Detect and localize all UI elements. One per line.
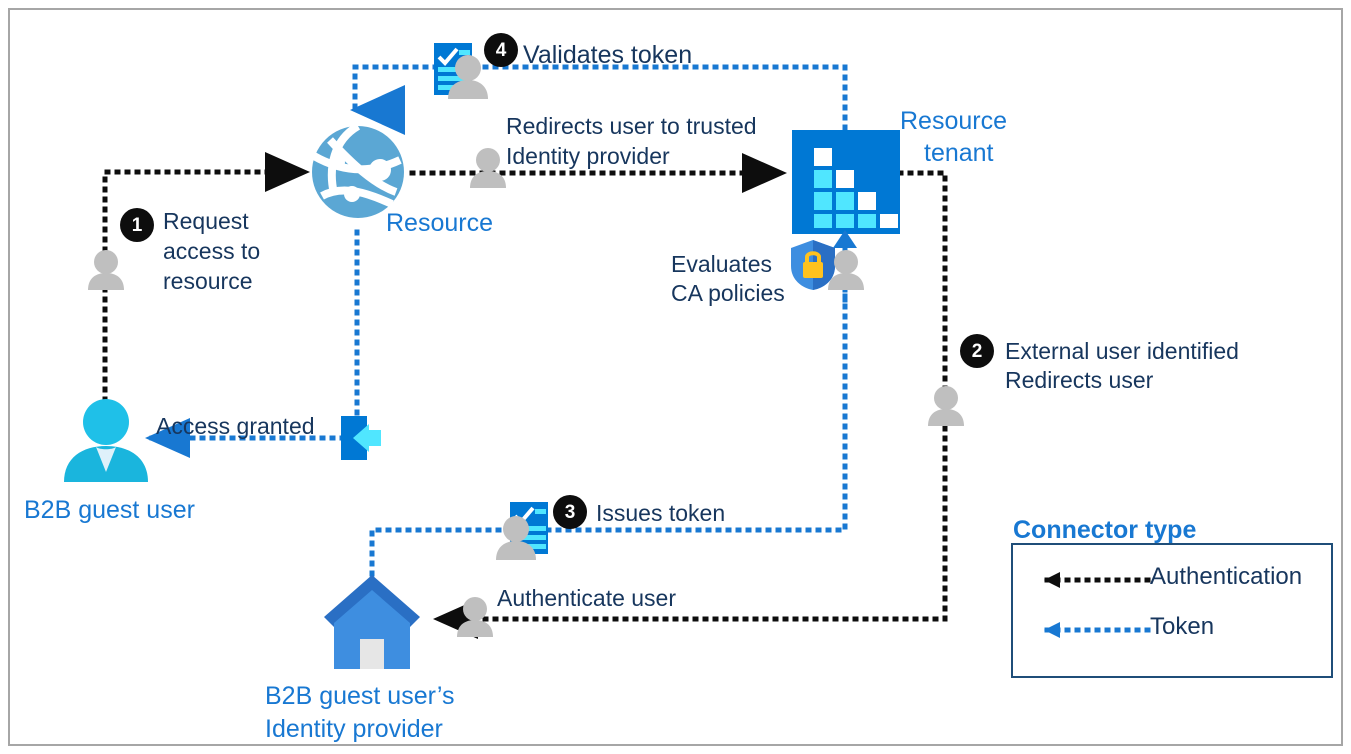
edge-label-evaluates-line1: Evaluates (671, 251, 773, 277)
edge-label-redirect-line2: Identity provider (506, 143, 670, 169)
person-silhouette-icon-2 (928, 386, 964, 426)
person-silhouette-icon-redirect (470, 148, 506, 188)
person-silhouette-icon-4 (448, 55, 488, 99)
person-silhouette-icon-ca (828, 250, 864, 290)
step-label-1-line2: access to (163, 238, 261, 264)
edge-label-access-granted: Access granted (156, 413, 315, 439)
step-label-4: Validates token (523, 41, 693, 69)
sign-in-icon (341, 416, 381, 460)
home-icon (324, 575, 420, 669)
edge-access-granted (145, 229, 360, 458)
legend-token-label: Token (1150, 613, 1215, 640)
step-badge-2: 2 (960, 334, 994, 368)
legend-auth-connector-icon (1043, 572, 1151, 588)
edge-label-redirect-line1: Redirects user to trusted (506, 113, 757, 139)
legend-box (1011, 543, 1333, 678)
legend-auth-label: Authentication (1150, 563, 1303, 590)
node-label-resource-tenant-line2: tenant (924, 139, 994, 167)
shield-lock-icon (791, 240, 835, 290)
edge-label-evaluates-line2: CA policies (671, 280, 785, 306)
node-label-resource-tenant-line1: Resource (900, 107, 1007, 135)
node-label-idp-line2: Identity provider (265, 715, 443, 743)
person-silhouette-icon-1 (88, 250, 124, 290)
legend-token-connector-icon (1043, 622, 1151, 638)
token-arrow-up-icon (833, 230, 857, 248)
node-label-resource: Resource (386, 209, 493, 237)
step-label-1-line1: Request (163, 208, 249, 234)
tenant-grid-icon (792, 130, 900, 234)
legend-title: Connector type (1013, 516, 1197, 544)
edge-label-authenticate-user: Authenticate user (497, 585, 677, 611)
person-silhouette-icon-auth (457, 597, 493, 637)
user-avatar-icon (64, 399, 148, 482)
node-label-idp-line1: B2B guest user’s (265, 682, 455, 710)
step-label-3: Issues token (596, 500, 726, 526)
step-badge-1: 1 (120, 208, 154, 242)
step-badge-3: 3 (553, 495, 587, 529)
step-label-2-line1: External user identified (1005, 338, 1239, 364)
edge-validates-token (350, 64, 848, 135)
step-label-1-line3: resource (163, 268, 253, 294)
globe-network-icon (312, 122, 404, 218)
edge-issues-token (369, 242, 848, 597)
node-label-guest-user: B2B guest user (24, 496, 195, 524)
person-silhouette-icon-3 (496, 516, 536, 560)
step-label-2-line2: Redirects user (1005, 367, 1154, 393)
step-badge-4: 4 (484, 33, 518, 67)
edge-request-access (102, 152, 310, 433)
